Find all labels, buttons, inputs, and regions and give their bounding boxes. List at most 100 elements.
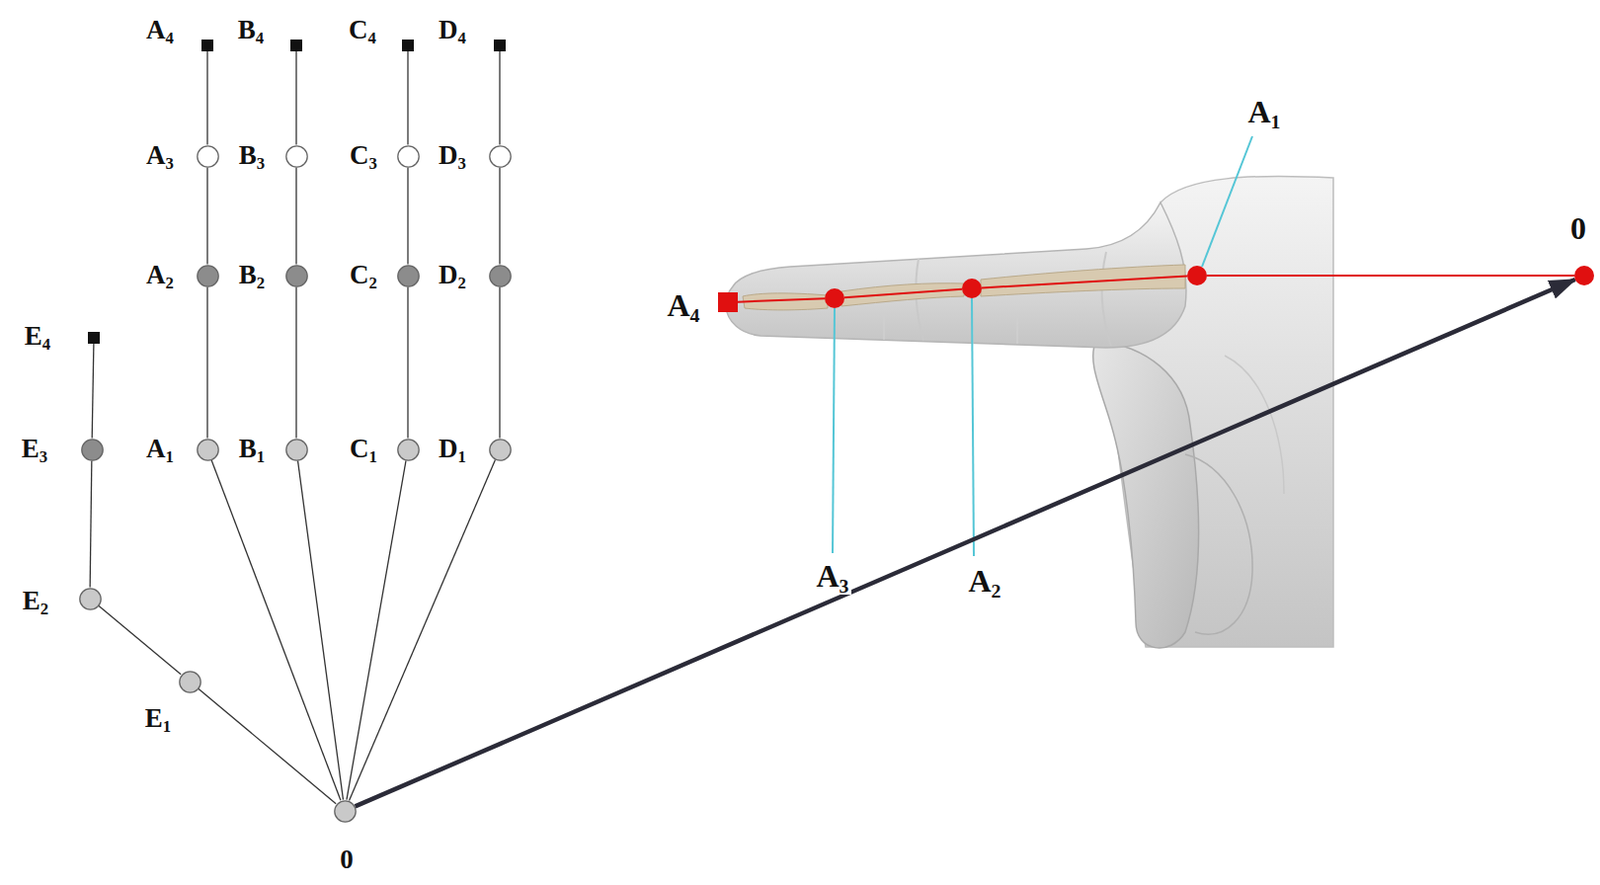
end-point-square: D4 bbox=[493, 39, 506, 52]
joint-circle: E1 bbox=[178, 670, 202, 694]
joint-label: A1 bbox=[1245, 94, 1282, 130]
joint-circle: A3 bbox=[196, 145, 220, 168]
node-shape bbox=[1187, 265, 1207, 286]
joint-label: E3 bbox=[19, 434, 50, 465]
node-shape bbox=[401, 39, 414, 52]
segment-line bbox=[844, 289, 962, 299]
segment-line bbox=[1206, 274, 1575, 277]
node-shape bbox=[285, 145, 309, 168]
joint-label: 0 bbox=[337, 845, 356, 876]
joint-circle: D1 bbox=[488, 438, 512, 462]
tree-link bbox=[295, 51, 297, 146]
joint-label: D3 bbox=[436, 141, 469, 171]
joint-label: D2 bbox=[436, 260, 469, 291]
joint-label: B1 bbox=[237, 434, 267, 465]
tree-link bbox=[98, 605, 181, 674]
end-point-square: B4 bbox=[290, 39, 303, 52]
tree-link bbox=[89, 460, 92, 587]
joint-circle: B1 bbox=[285, 438, 309, 462]
joint-circle: E3 bbox=[80, 438, 104, 462]
joint-label: C4 bbox=[346, 15, 379, 46]
tree-link bbox=[406, 287, 408, 439]
tree-link bbox=[206, 51, 208, 146]
tree-link bbox=[198, 688, 336, 803]
node-shape bbox=[961, 278, 982, 299]
node-shape bbox=[333, 800, 357, 823]
node-shape bbox=[397, 264, 420, 288]
end-point-square: A4 bbox=[718, 292, 738, 313]
joint-circle: C1 bbox=[397, 438, 420, 462]
joint-label: C1 bbox=[347, 434, 380, 465]
joint-circle: D3 bbox=[488, 145, 512, 168]
node-shape bbox=[79, 587, 102, 611]
node-shape bbox=[196, 145, 220, 168]
node-shape bbox=[493, 39, 506, 52]
node-shape bbox=[80, 438, 104, 462]
joint-label: 0 bbox=[1568, 211, 1589, 246]
joint-circle: A2 bbox=[961, 278, 982, 299]
node-shape bbox=[87, 331, 100, 344]
node-shape bbox=[285, 264, 309, 288]
joint-circle: A3 bbox=[824, 288, 845, 309]
node-shape bbox=[488, 438, 512, 462]
tree-link bbox=[498, 167, 500, 265]
segment-line bbox=[981, 276, 1188, 289]
joint-label: A3 bbox=[813, 559, 851, 594]
end-point-square: A4 bbox=[201, 39, 214, 52]
node-shape bbox=[178, 670, 202, 694]
joint-circle: 0 bbox=[1574, 265, 1595, 286]
joint-label: E2 bbox=[20, 586, 51, 617]
joint-circle: B3 bbox=[285, 145, 309, 168]
end-point-square: E4 bbox=[87, 331, 100, 344]
joint-circle: A2 bbox=[196, 264, 220, 288]
tree-link bbox=[211, 460, 341, 800]
tree-link bbox=[406, 51, 408, 146]
joint-label: A4 bbox=[664, 288, 702, 323]
tree-link bbox=[295, 167, 297, 265]
node-shape bbox=[397, 145, 420, 168]
tree-link bbox=[346, 460, 406, 800]
joint-label: D4 bbox=[436, 15, 469, 46]
joint-circle: B2 bbox=[285, 264, 309, 288]
tree-link bbox=[91, 343, 94, 439]
joint-circle: A1 bbox=[196, 438, 220, 462]
pointer-arrow bbox=[355, 279, 1576, 806]
node-shape bbox=[824, 288, 845, 309]
joint-circle: E2 bbox=[79, 587, 102, 611]
joint-circle: D2 bbox=[488, 264, 512, 288]
tree-link bbox=[349, 460, 496, 801]
joint-label: A2 bbox=[144, 260, 176, 291]
joint-circle: C3 bbox=[397, 145, 420, 168]
joint-label: A4 bbox=[144, 15, 176, 46]
joint-circle: A1 bbox=[1187, 265, 1207, 286]
joint-label: B2 bbox=[237, 260, 267, 291]
tree-link bbox=[206, 287, 208, 439]
node-shape bbox=[718, 292, 738, 313]
tree-link bbox=[206, 167, 208, 265]
node-shape bbox=[201, 39, 214, 52]
node-shape bbox=[196, 264, 220, 288]
node-shape bbox=[488, 264, 512, 288]
node-shape bbox=[196, 438, 220, 462]
joint-label: E4 bbox=[22, 321, 53, 352]
joint-label: A2 bbox=[965, 563, 1003, 599]
node-shape bbox=[397, 438, 420, 462]
joint-label: A3 bbox=[144, 141, 176, 171]
joint-label: C2 bbox=[347, 260, 380, 291]
joint-label: E1 bbox=[143, 704, 173, 734]
joint-label: C3 bbox=[347, 141, 380, 171]
tree-link bbox=[298, 460, 344, 800]
joint-label: B4 bbox=[236, 15, 266, 46]
joint-label: D1 bbox=[436, 434, 469, 465]
end-point-square: C4 bbox=[401, 39, 414, 52]
node-shape bbox=[488, 145, 512, 168]
node-shape bbox=[285, 438, 309, 462]
tree-link bbox=[295, 287, 297, 439]
joint-label: A1 bbox=[144, 434, 176, 465]
node-shape bbox=[290, 39, 303, 52]
joint-circle: 0 bbox=[333, 800, 357, 823]
tree-link bbox=[406, 167, 408, 265]
segment-line bbox=[737, 298, 825, 302]
joint-circle: C2 bbox=[397, 264, 420, 288]
joint-label: B3 bbox=[237, 141, 267, 171]
